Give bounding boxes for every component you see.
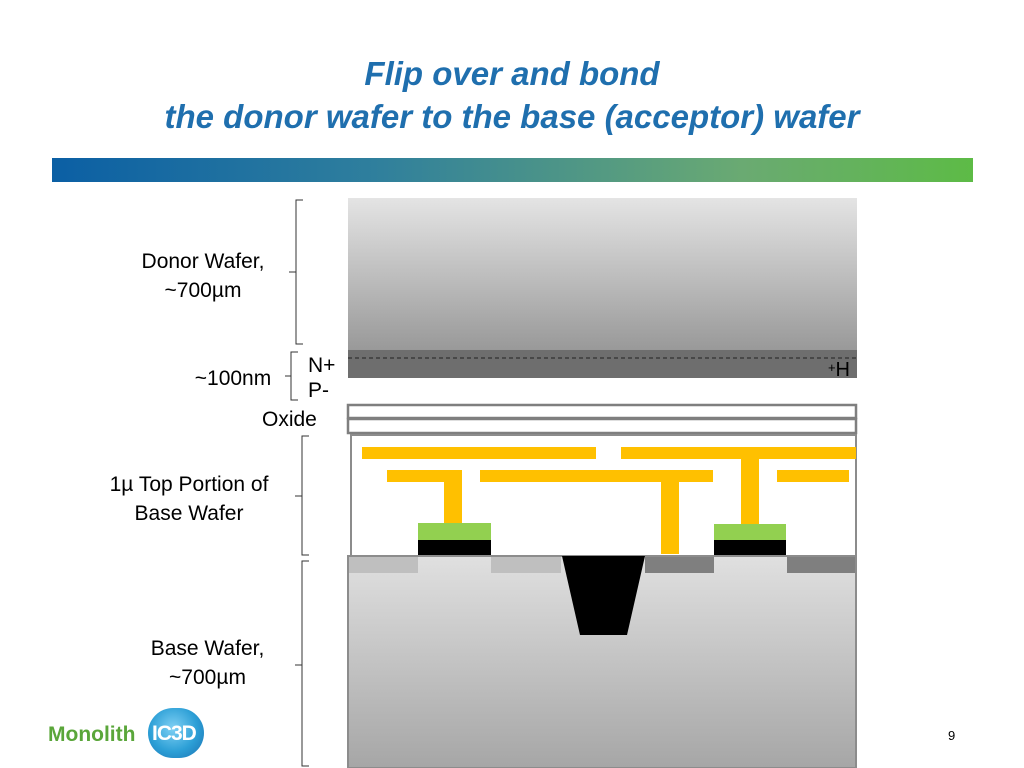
metal-line xyxy=(387,470,462,482)
title-banner xyxy=(52,158,973,182)
metal-line xyxy=(777,470,849,482)
donor-wafer-label: Donor Wafer, ~700µm xyxy=(118,247,288,305)
page-number: 9 xyxy=(948,728,956,743)
gate xyxy=(714,540,786,556)
top-portion-label: 1µ Top Portion of Base Wafer xyxy=(85,470,293,528)
np-layer xyxy=(348,350,857,378)
source-drain-region xyxy=(645,557,714,573)
via xyxy=(444,482,462,523)
logo-badge-icon xyxy=(148,708,204,758)
hydrogen-symbol: H xyxy=(835,359,850,381)
source-drain-region xyxy=(787,557,855,573)
hydrogen-label: +H xyxy=(810,356,850,385)
bracket-donor xyxy=(289,199,303,345)
trench-isolation xyxy=(562,556,645,635)
source-drain-region xyxy=(349,557,418,573)
via xyxy=(741,459,759,524)
gate-contact xyxy=(418,523,491,540)
bracket-100nm xyxy=(285,351,298,401)
thin-layer-label: ~100nm xyxy=(194,367,272,390)
via xyxy=(661,482,679,554)
donor-wafer-label-line2: ~700µm xyxy=(164,279,242,302)
logo-text: Monolith xyxy=(48,723,136,746)
title-line-1: Flip over and bond xyxy=(364,55,660,92)
base-wafer-label-line1: Base Wafer, xyxy=(150,637,265,660)
oxide-label: Oxide xyxy=(262,408,317,431)
bracket-base xyxy=(295,560,309,767)
title-line-2: the donor wafer to the base (acceptor) w… xyxy=(164,98,860,135)
np-label: N+ P- xyxy=(308,353,348,403)
base-wafer-label-line2: ~700µm xyxy=(169,666,246,689)
base-wafer-label: Base Wafer, ~700µm xyxy=(125,634,290,692)
bracket-top-portion xyxy=(295,435,309,556)
donor-wafer xyxy=(348,198,857,350)
monolith-ic3d-logo: Monolith IC3D xyxy=(48,708,238,760)
top-portion-label-line1: 1µ Top Portion of xyxy=(109,473,269,496)
top-portion-label-line2: Base Wafer xyxy=(134,502,244,525)
n-plus-label: N+ xyxy=(308,354,336,377)
metal-line xyxy=(362,447,596,459)
gate xyxy=(418,540,491,556)
oxide-layer-lower xyxy=(346,417,858,435)
p-minus-label: P- xyxy=(308,379,329,402)
logo-badge-text: IC3D xyxy=(152,722,197,745)
hydrogen-superscript: + xyxy=(827,360,836,375)
oxide-layer-upper xyxy=(346,403,858,420)
metal-line xyxy=(621,447,856,459)
slide-title: Flip over and bond the donor wafer to th… xyxy=(0,52,1024,138)
metal-line xyxy=(480,470,713,482)
donor-wafer-label-line1: Donor Wafer, xyxy=(141,250,265,273)
gate-contact xyxy=(714,524,786,540)
source-drain-region xyxy=(491,557,561,573)
